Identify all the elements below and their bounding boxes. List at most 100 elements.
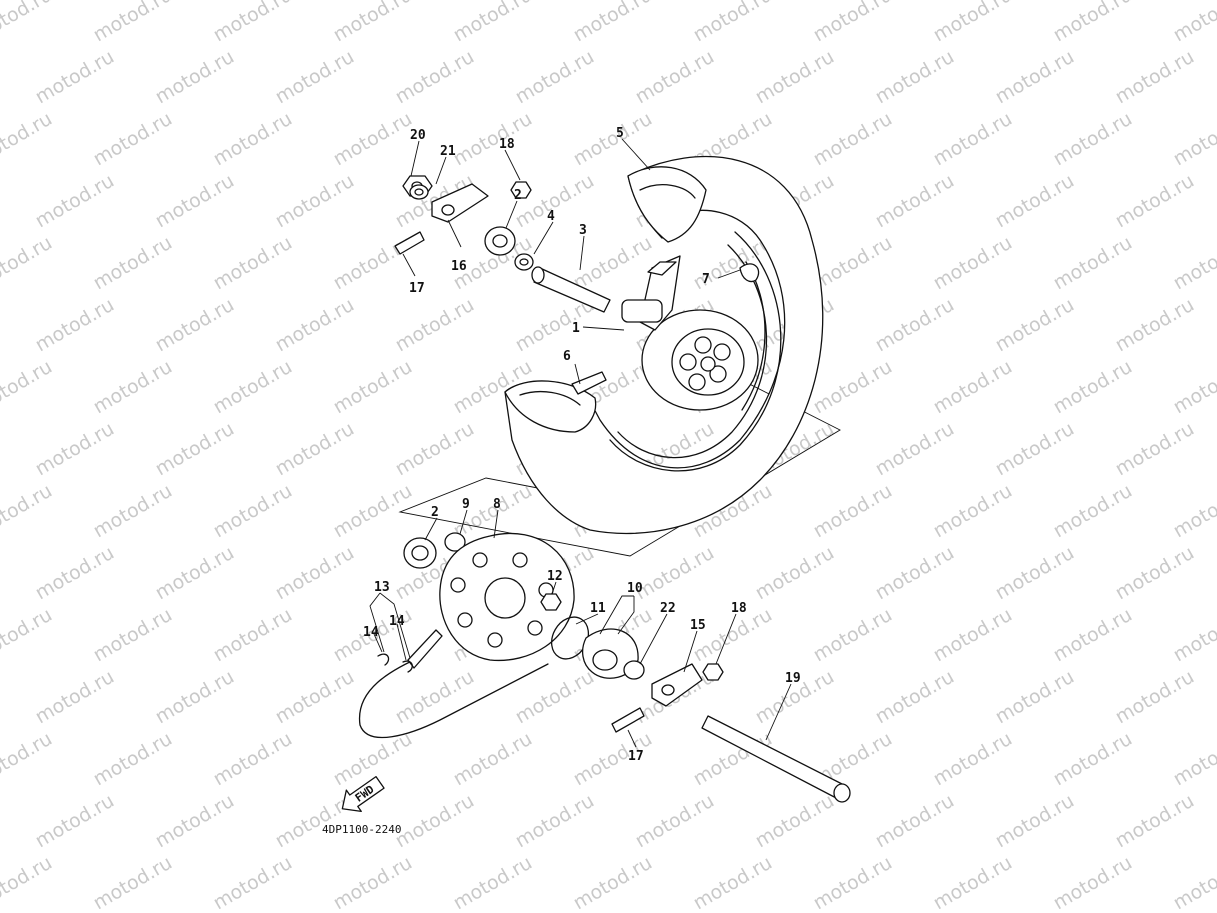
watermark-text: motod.ru: [810, 232, 896, 295]
watermark-text: motod.ru: [992, 170, 1078, 233]
watermark-text: motod.ru: [450, 728, 536, 791]
watermark-text: motod.ru: [210, 232, 296, 295]
callout-labels: 5 20 21 18 2 4 3 7 1 6 16 17 2 9 8 12 10…: [363, 126, 801, 764]
watermark-text: motod.ru: [1112, 418, 1198, 481]
watermark-text: motod.ru: [512, 666, 598, 729]
callout-12: 12: [547, 569, 563, 584]
callout-17-lower: 17: [628, 749, 644, 764]
callout-11: 11: [590, 601, 606, 616]
callout-16: 16: [451, 259, 467, 274]
watermark-text: motod.ru: [152, 418, 238, 481]
watermark-text: motod.ru: [810, 356, 896, 419]
bolt-6: [571, 371, 607, 395]
chain-link-14: [407, 629, 443, 669]
rear-wheel-assembly: [398, 155, 841, 557]
watermark-text: motod.ru: [152, 46, 238, 109]
watermark-text: motod.ru: [272, 666, 358, 729]
watermark-text: motod.ru: [1050, 852, 1136, 913]
callout-8: 8: [493, 497, 501, 512]
clip-14b: [402, 660, 413, 673]
watermark-text: motod.ru: [330, 356, 416, 419]
watermark-text: motod.ru: [272, 542, 358, 605]
watermark-text: motod.ru: [1170, 728, 1217, 791]
clip-14a: [377, 653, 390, 666]
watermark-text: motod.ru: [992, 418, 1078, 481]
watermark-text: motod.ru: [1170, 0, 1217, 46]
callout-14-left: 14: [363, 625, 379, 640]
watermark-text: motod.ru: [210, 852, 296, 913]
watermark-text: motod.ru: [992, 294, 1078, 357]
callout-2-top: 2: [514, 188, 522, 203]
watermark-text: motod.ru: [90, 480, 176, 543]
watermark-text: motod.ru: [210, 0, 296, 46]
watermark-text: motod.ru: [930, 232, 1016, 295]
spacer-22: [623, 660, 645, 680]
callout-13: 13: [374, 580, 390, 595]
watermark-text: motod.ru: [1050, 604, 1136, 667]
watermark-text: motod.ru: [1050, 356, 1136, 419]
watermark-text: motod.ru: [272, 46, 358, 109]
watermark-text: motod.ru: [1112, 294, 1198, 357]
tire-bottom-cut: [504, 380, 597, 433]
watermark-text: motod.ru: [752, 46, 838, 109]
callout-2-lower: 2: [431, 505, 439, 520]
callout-18-lower: 18: [731, 601, 747, 616]
callout-10: 10: [627, 581, 643, 596]
nut-12: [540, 593, 562, 611]
watermark-text: motod.ru: [210, 108, 296, 171]
watermark-text: motod.ru: [1050, 108, 1136, 171]
callout-7: 7: [702, 272, 710, 287]
watermark-text: motod.ru: [90, 728, 176, 791]
watermark-text: motod.ru: [152, 542, 238, 605]
watermark-text: motod.ru: [0, 356, 56, 419]
watermark-text: motod.ru: [392, 294, 478, 357]
watermark-text: motod.ru: [810, 480, 896, 543]
watermark-text: motod.ru: [930, 604, 1016, 667]
watermark-text: motod.ru: [690, 852, 776, 913]
watermark-text: motod.ru: [0, 0, 56, 46]
watermark-text: motod.ru: [330, 852, 416, 913]
watermark-text: motod.ru: [632, 790, 718, 853]
chain-loop: [358, 654, 549, 739]
watermark-text: motod.ru: [90, 852, 176, 913]
watermark-text: motod.ru: [1050, 232, 1136, 295]
watermark-text: motod.ru: [570, 852, 656, 913]
callout-21: 21: [440, 144, 456, 159]
watermark-text: motod.ru: [1170, 604, 1217, 667]
hub-clutch-10: [581, 628, 639, 679]
watermark-text: motod.ru: [32, 294, 118, 357]
watermark-text: motod.ru: [1112, 170, 1198, 233]
watermark-text: motod.ru: [992, 46, 1078, 109]
watermark-text: motod.ru: [872, 170, 958, 233]
watermark-text: motod.ru: [90, 108, 176, 171]
watermark-text: motod.ru: [1112, 46, 1198, 109]
watermark-text: motod.ru: [152, 666, 238, 729]
watermark-text: motod.ru: [1050, 728, 1136, 791]
callout-17-top: 17: [409, 281, 425, 296]
watermark-text: motod.ru: [392, 418, 478, 481]
diagram-code: 4DP1100-2240: [322, 823, 401, 836]
watermark-text: motod.ru: [570, 108, 656, 171]
watermark-text: motod.ru: [450, 0, 536, 46]
watermark-text: motod.ru: [930, 852, 1016, 913]
watermark-text: motod.ru: [930, 728, 1016, 791]
watermark-text: motod.ru: [512, 46, 598, 109]
watermark-text: motod.ru: [152, 790, 238, 853]
watermark-text: motod.ru: [570, 0, 656, 46]
adjuster-plate-16: [431, 183, 489, 223]
callout-4: 4: [547, 209, 555, 224]
watermark-text: motod.ru: [992, 666, 1078, 729]
watermark-text: motod.ru: [0, 232, 56, 295]
watermark-text: motod.ru: [1112, 790, 1198, 853]
watermark-text: motod.ru: [1170, 852, 1217, 913]
watermark-text: motod.ru: [1050, 0, 1136, 46]
watermark-text: motod.ru: [0, 728, 56, 791]
watermark-text: motod.ru: [272, 418, 358, 481]
watermark-text: motod.ru: [872, 542, 958, 605]
watermark-text: motod.ru: [690, 0, 776, 46]
watermark-text: motod.ru: [1170, 480, 1217, 543]
spacer-4: [514, 253, 534, 271]
leader-lines: [369, 138, 792, 748]
watermark-text: motod.ru: [930, 0, 1016, 46]
